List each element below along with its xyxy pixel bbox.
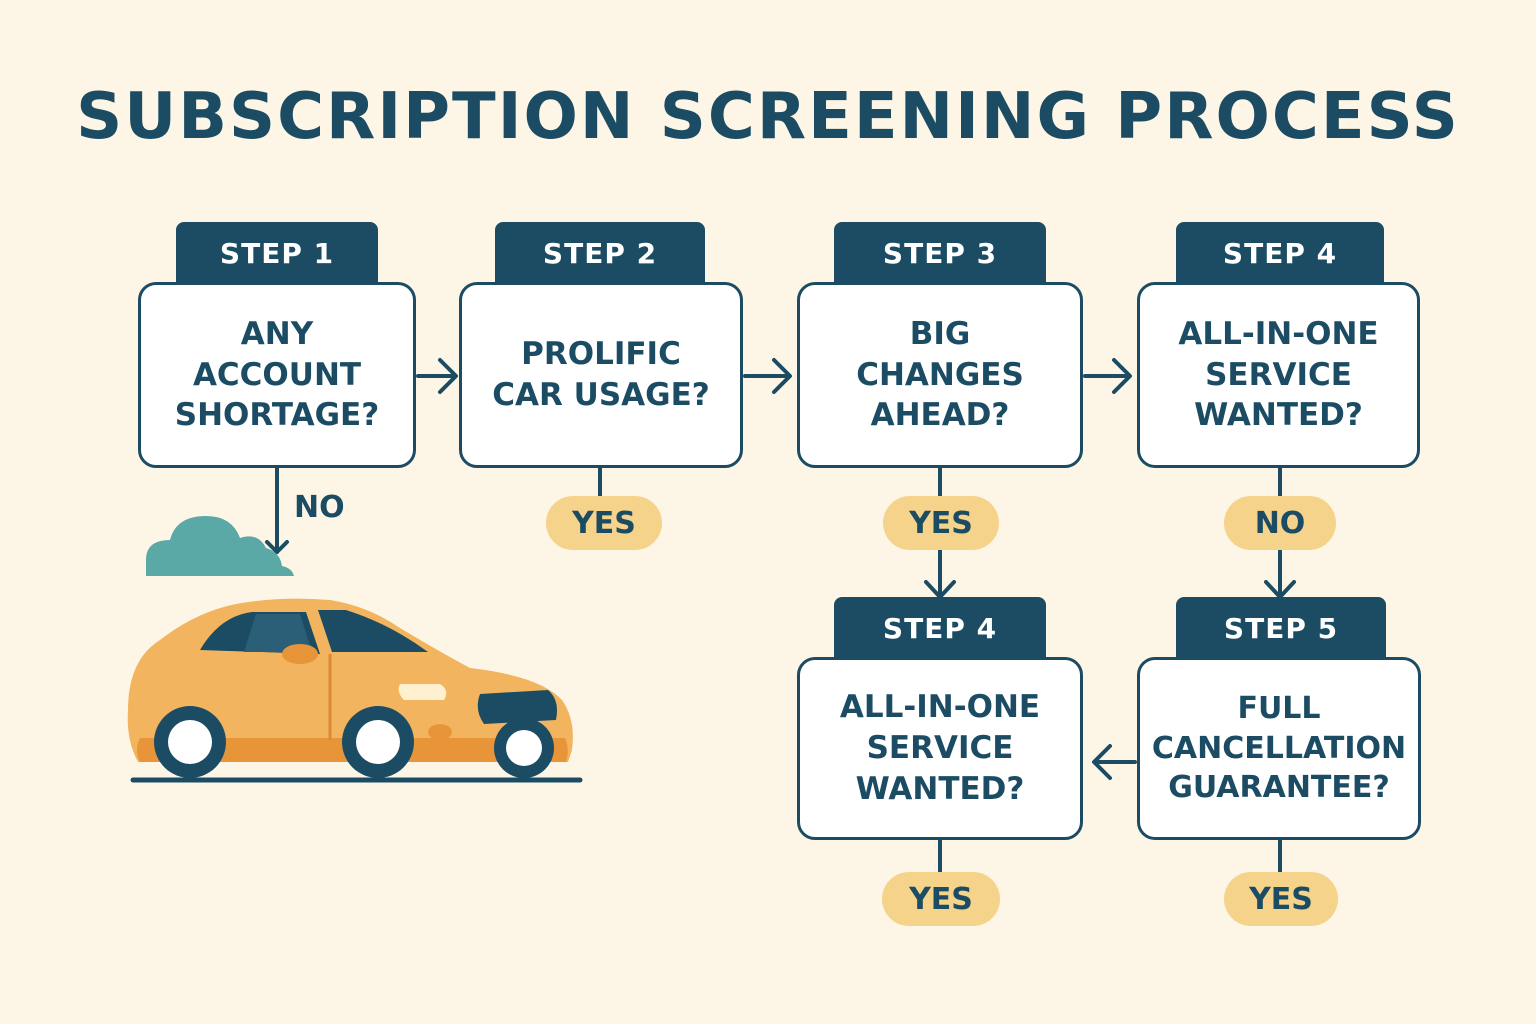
car-icon [127,598,583,783]
step4b-box: ALL-IN-ONE SERVICE WANTED? [797,657,1083,840]
step4-question: ALL-IN-ONE SERVICE WANTED? [1178,315,1379,434]
step4b-answer: YES [882,872,1000,926]
step4b-tab: STEP 4 [834,597,1046,659]
arrow-step1-down [265,466,289,554]
arrow-step1-step2 [416,358,458,394]
step1-answer: NO [294,490,345,525]
arrow-step5-step4b [1092,744,1137,780]
arrow-step2-step3 [743,358,792,394]
step2-tab: STEP 2 [495,222,705,284]
arrow-yes-step4b [924,548,956,599]
page-title: SUBSCRIPTION SCREENING PROCESS [76,80,1460,154]
step5-tab: STEP 5 [1176,597,1386,659]
step5-box: FULL CANCELLATION GUARANTEE? [1137,657,1421,840]
step4-answer: NO [1224,496,1336,550]
step2-question: PROLIFIC CAR USAGE? [492,336,710,413]
step5-answer: YES [1224,872,1338,926]
step5-question: FULL CANCELLATION GUARANTEE? [1151,691,1407,806]
step4-tab: STEP 4 [1176,222,1384,284]
step4b-question: ALL-IN-ONE SERVICE WANTED? [839,689,1041,807]
arrow-step3-step4 [1083,358,1132,394]
cloud-icon [146,516,294,576]
step1-tab: STEP 1 [176,222,378,284]
step2-answer: YES [546,496,662,550]
step3-tab: STEP 3 [834,222,1046,284]
step4-box: ALL-IN-ONE SERVICE WANTED? [1137,282,1420,468]
step3-answer: YES [883,496,999,550]
arrow-no-step5 [1264,548,1296,599]
step1-question: ANY ACCOUNT SHORTAGE? [174,315,380,434]
step3-question: BIG CHANGES AHEAD? [856,315,1024,434]
step2-box: PROLIFIC CAR USAGE? [459,282,743,468]
step3-box: BIG CHANGES AHEAD? [797,282,1083,468]
step1-box: ANY ACCOUNT SHORTAGE? [138,282,416,468]
